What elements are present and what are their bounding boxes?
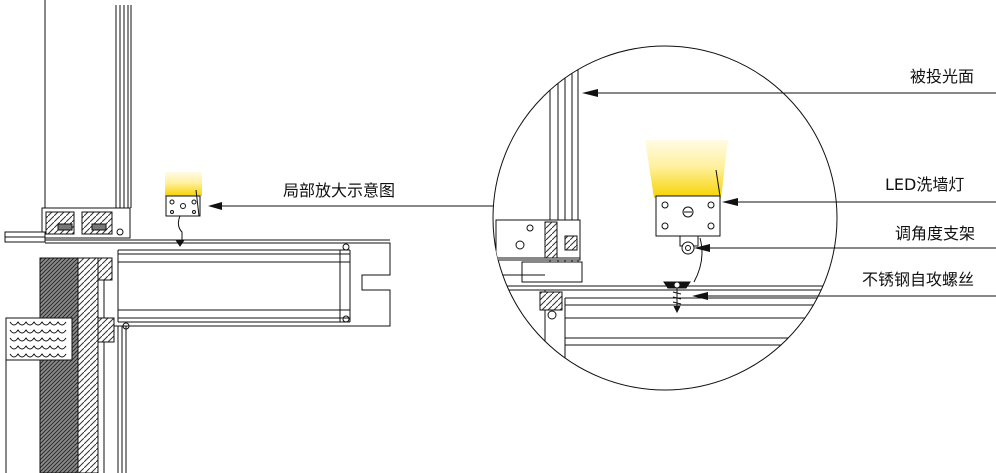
leader-stainless-screw <box>692 292 996 300</box>
section-drawing <box>4 0 391 473</box>
arrowhead-icon <box>582 89 598 97</box>
detail-transom-profile <box>495 219 583 283</box>
leader-illuminated-surface <box>582 89 996 97</box>
arrowhead-icon <box>694 244 710 252</box>
illuminated-surface-label: 被投光面 <box>910 67 974 86</box>
lower-mullion <box>117 326 127 473</box>
arrowhead-icon <box>692 292 708 300</box>
leader-angle-bracket <box>694 244 996 252</box>
angle-bracket-label: 调角度支架 <box>895 224 975 243</box>
detail-callout-leader <box>208 202 498 210</box>
upper-mullion <box>115 5 132 208</box>
stainless-screw-label: 不锈钢自攻螺丝 <box>862 270 974 289</box>
insulation-column <box>39 257 115 473</box>
lower-left-insulation <box>5 317 73 473</box>
self-tapping-screw-icon <box>663 281 691 314</box>
leader-led-wall-washer <box>722 198 996 206</box>
transom-block <box>41 207 131 239</box>
horizontal-beam <box>45 239 391 330</box>
led-wall-washer-label: LED洗墙灯 <box>885 175 964 194</box>
detail-circle <box>492 45 838 391</box>
led-wall-washer-icon <box>165 172 202 247</box>
arrowhead-icon <box>208 202 222 210</box>
detail-callout-label: 局部放大示意图 <box>283 181 395 200</box>
arrowhead-icon <box>722 198 738 206</box>
led-wall-washer-detail-icon <box>645 140 728 314</box>
